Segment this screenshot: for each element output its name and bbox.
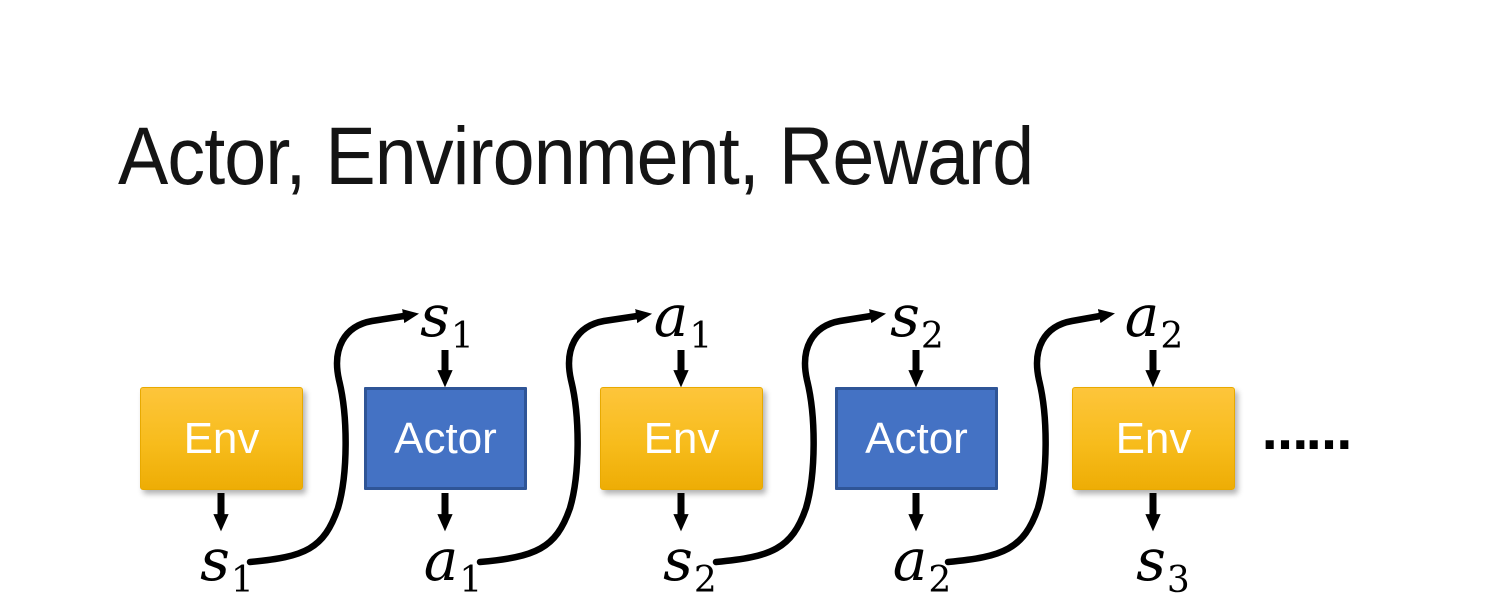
label-sub: 2 bbox=[693, 560, 717, 601]
flow-curve-s2 bbox=[712, 309, 887, 566]
action-label-a2-bottom: a2 bbox=[893, 531, 952, 599]
label-base: a bbox=[1124, 282, 1160, 350]
label-sub: 1 bbox=[450, 316, 474, 357]
label-sub: 1 bbox=[459, 560, 483, 601]
label-sub: 1 bbox=[230, 560, 254, 601]
state-label-s2-top: s2 bbox=[890, 287, 944, 355]
label-sub: 2 bbox=[920, 316, 944, 357]
slide-title: Actor, Environment, Reward bbox=[118, 111, 1034, 202]
actor-box-2: Actor bbox=[835, 387, 998, 490]
state-label-s1-bottom: s1 bbox=[200, 531, 254, 599]
state-label-s3-bottom: s3 bbox=[1136, 531, 1190, 599]
label-base: s bbox=[420, 282, 450, 350]
action-label-a2-top: a2 bbox=[1125, 287, 1184, 355]
label-base: s bbox=[200, 526, 230, 594]
label-sub: 2 bbox=[1160, 316, 1184, 357]
env-box-1: Env bbox=[140, 387, 303, 490]
continuation-ellipsis: …… bbox=[1262, 406, 1352, 460]
actor-box-2-label: Actor bbox=[865, 413, 968, 463]
label-base: a bbox=[892, 526, 928, 594]
flow-curve-s1 bbox=[246, 309, 420, 566]
actor-box-1: Actor bbox=[364, 387, 527, 490]
actor-box-1-label: Actor bbox=[394, 413, 497, 463]
env-box-1-label: Env bbox=[183, 413, 260, 463]
state-label-s1-top: s1 bbox=[420, 287, 474, 355]
label-sub: 1 bbox=[689, 316, 713, 357]
label-base: s bbox=[1136, 526, 1166, 594]
env-box-3-label: Env bbox=[1115, 413, 1192, 463]
label-sub: 3 bbox=[1166, 560, 1190, 601]
label-base: a bbox=[653, 282, 689, 350]
flow-curve-a2 bbox=[944, 309, 1115, 566]
label-base: s bbox=[890, 282, 920, 350]
label-sub: 2 bbox=[928, 560, 952, 601]
action-label-a1-top: a1 bbox=[654, 287, 713, 355]
env-box-2: Env bbox=[600, 387, 763, 490]
label-base: a bbox=[423, 526, 459, 594]
label-base: s bbox=[663, 526, 693, 594]
action-label-a1-bottom: a1 bbox=[424, 531, 483, 599]
env-box-2-label: Env bbox=[643, 413, 720, 463]
flow-curve-a1 bbox=[476, 309, 653, 566]
env-box-3: Env bbox=[1072, 387, 1235, 490]
state-label-s2-bottom: s2 bbox=[663, 531, 717, 599]
